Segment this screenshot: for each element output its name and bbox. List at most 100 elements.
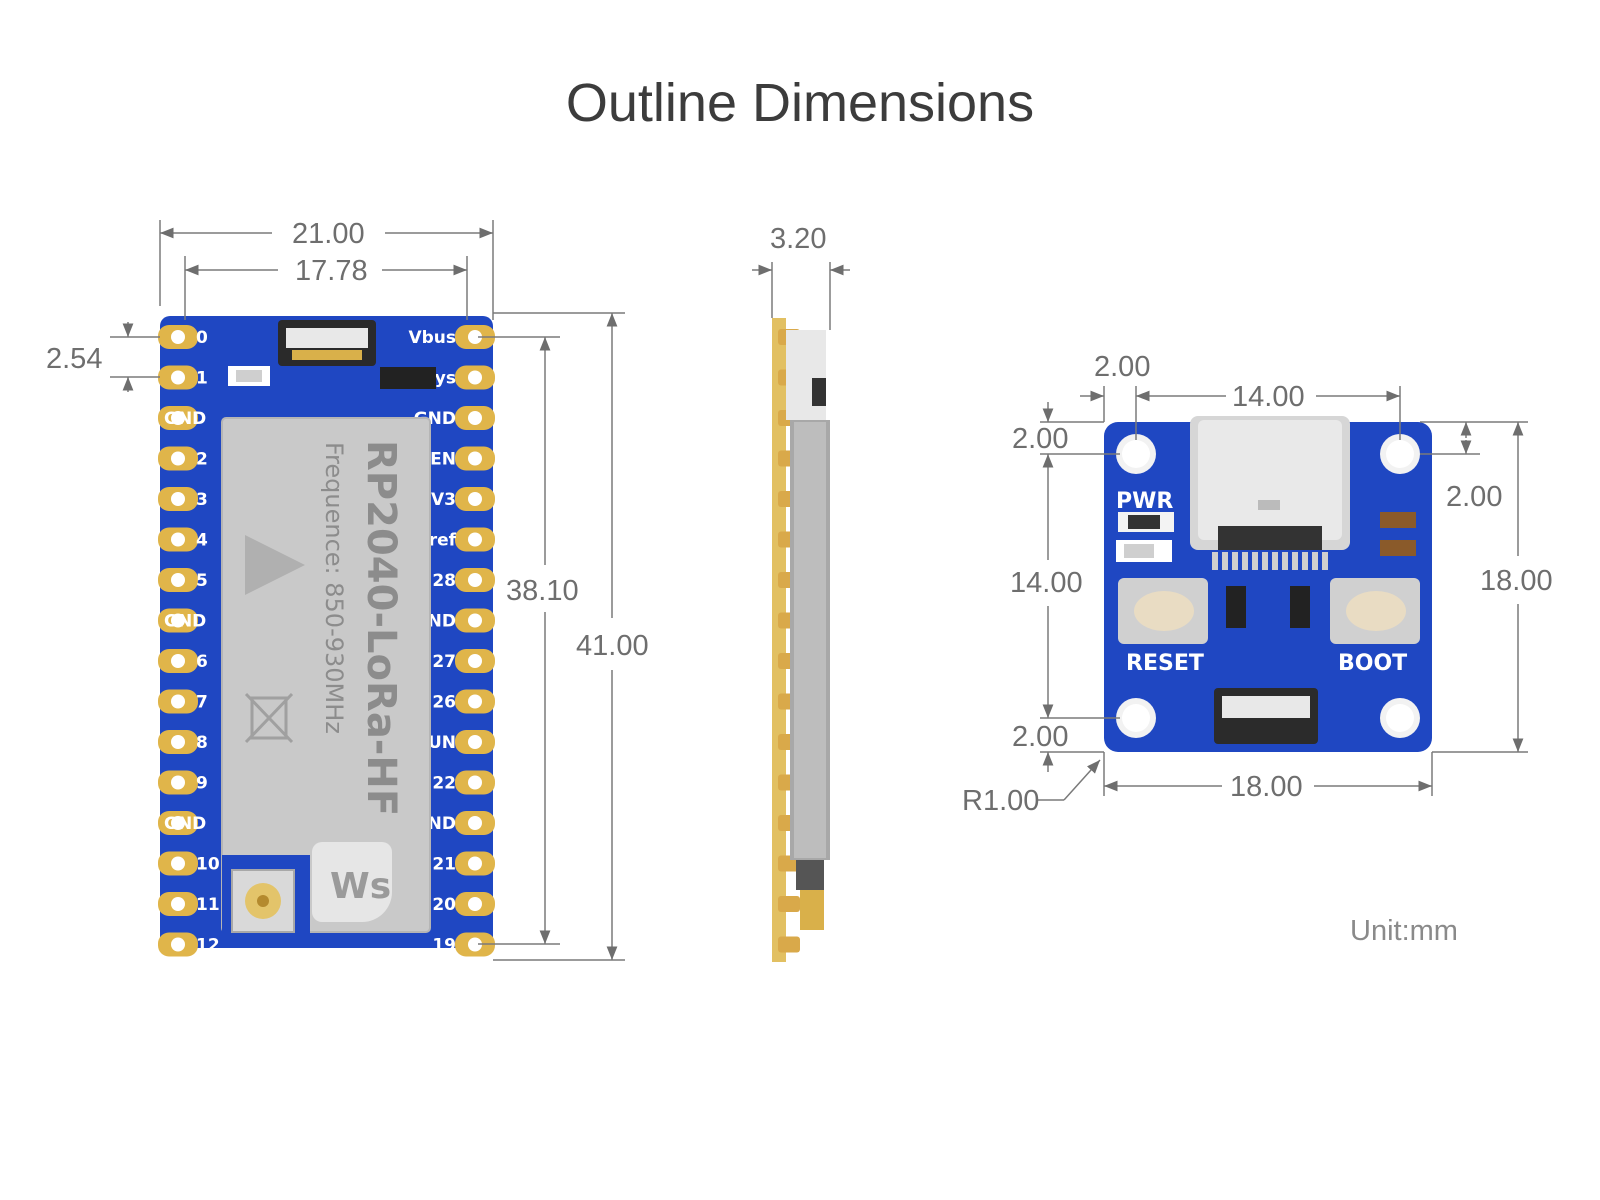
dim-pin-column-length-label: 38.10 bbox=[506, 575, 579, 607]
right-pin-label: 28 bbox=[432, 571, 456, 591]
adapter-dimension-lines bbox=[1038, 386, 1528, 801]
right-pin-hole bbox=[468, 856, 482, 871]
right-pin-pads bbox=[455, 325, 495, 957]
usb-c-pin bbox=[1222, 552, 1228, 570]
shield-title: RP2040-LoRa-HF bbox=[358, 440, 404, 816]
dim-hole-offset-x-label: 2.00 bbox=[1094, 351, 1150, 383]
left-pin-label: 0 bbox=[196, 328, 208, 348]
dim-thickness-label: 3.20 bbox=[770, 223, 826, 255]
left-pin-label: GND bbox=[164, 409, 206, 429]
dim-hole-offset-top-label: 2.00 bbox=[1012, 423, 1068, 455]
reset-label: RESET bbox=[1126, 651, 1204, 676]
capacitor bbox=[1380, 512, 1416, 528]
dim-corner-radius-label: R1.00 bbox=[962, 785, 1039, 817]
left-pin-label: 1 bbox=[196, 369, 208, 389]
rf-shield: RP2040-LoRa-HF Frequence: 850-930MHz Ws bbox=[221, 417, 431, 935]
waveshare-logo: Ws bbox=[312, 842, 392, 922]
left-pin-hole bbox=[171, 856, 185, 871]
usb-c-pin bbox=[1282, 552, 1288, 570]
right-pin-hole bbox=[468, 573, 482, 587]
dim-height-label: 18.00 bbox=[1480, 565, 1553, 597]
main-dimension-lines bbox=[110, 220, 625, 961]
left-pin-hole bbox=[171, 897, 185, 911]
resistor bbox=[1226, 586, 1246, 628]
svg-text:Ws: Ws bbox=[330, 866, 391, 907]
usb-c-pin bbox=[1302, 552, 1308, 570]
side-pin-stub bbox=[778, 896, 800, 912]
right-pin-hole bbox=[468, 897, 482, 911]
usb-c-pin bbox=[1232, 552, 1238, 570]
side-view: 3.20 bbox=[752, 223, 850, 962]
usb-c-pin bbox=[1252, 552, 1258, 570]
left-pin-hole bbox=[171, 694, 185, 709]
left-pin-label: 10 bbox=[196, 855, 220, 875]
left-pin-pads bbox=[158, 325, 198, 957]
left-pin-hole bbox=[171, 451, 185, 466]
left-pin-hole bbox=[171, 370, 185, 385]
page-title: Outline Dimensions bbox=[565, 73, 1035, 133]
right-pin-hole bbox=[468, 492, 482, 506]
left-pin-label: GND bbox=[164, 612, 206, 632]
adapter-board: PWR RESET BOOT bbox=[962, 351, 1553, 817]
right-pin-hole bbox=[468, 613, 482, 628]
dim-width-label: 21.00 bbox=[292, 218, 365, 250]
right-pin-hole bbox=[468, 370, 482, 385]
weee-bin-icon bbox=[244, 692, 294, 744]
usb-c-pin bbox=[1292, 552, 1298, 570]
right-pin-hole bbox=[468, 816, 482, 830]
boot-button bbox=[1330, 578, 1420, 644]
left-pin-label: 6 bbox=[196, 652, 208, 672]
usb-c-pin bbox=[1322, 552, 1328, 570]
right-pin-hole bbox=[468, 411, 482, 425]
right-pin-hole bbox=[468, 532, 482, 547]
dim-pin-pitch-label: 2.54 bbox=[46, 343, 102, 375]
left-pin-label: 9 bbox=[196, 774, 208, 794]
right-pin-label: 22 bbox=[432, 774, 456, 794]
fpc-connector-top bbox=[278, 320, 376, 366]
usb-c-pin bbox=[1312, 552, 1318, 570]
shield-subtitle: Frequence: 850-930MHz bbox=[320, 442, 348, 734]
fpc-connector-bottom bbox=[1214, 688, 1318, 744]
right-pin-label: EN bbox=[430, 450, 456, 470]
left-pin-label: 12 bbox=[196, 936, 220, 956]
right-pin-hole bbox=[468, 451, 482, 466]
left-pin-label: GND bbox=[164, 814, 206, 834]
capacitor bbox=[1380, 540, 1416, 556]
right-pin-label: 19 bbox=[432, 936, 456, 956]
pwr-label: PWR bbox=[1116, 489, 1173, 514]
right-pin-label: 26 bbox=[432, 693, 456, 713]
ufl-antenna-connector bbox=[231, 869, 295, 933]
right-pin-hole bbox=[468, 694, 482, 709]
left-pin-label: 8 bbox=[196, 733, 208, 753]
usb-c-pin bbox=[1262, 552, 1268, 570]
left-pin-hole bbox=[171, 735, 185, 749]
dim-hole-spacing-y-label: 14.00 bbox=[1010, 567, 1083, 599]
side-pin-stub bbox=[778, 936, 800, 953]
usb-c-pin bbox=[1212, 552, 1218, 570]
unit-label: Unit:mm bbox=[1350, 915, 1458, 947]
right-pin-label: Vbus bbox=[408, 328, 456, 348]
right-pin-hole bbox=[468, 330, 482, 344]
resistor bbox=[1290, 586, 1310, 628]
left-pin-hole bbox=[171, 937, 185, 952]
left-pin-hole bbox=[171, 532, 185, 547]
left-pin-label: 5 bbox=[196, 571, 208, 591]
right-pin-hole bbox=[468, 937, 482, 952]
right-pin-label: 20 bbox=[432, 895, 456, 915]
left-pin-hole bbox=[171, 573, 185, 587]
reset-button bbox=[1118, 578, 1208, 644]
left-pin-hole bbox=[171, 613, 185, 628]
dim-hole-offset-right-label: 2.00 bbox=[1446, 481, 1502, 513]
side-pcb-edge bbox=[772, 318, 786, 962]
regulator-component bbox=[380, 367, 436, 389]
dim-hole-offset-bottom-label: 2.00 bbox=[1012, 721, 1068, 753]
right-pin-hole bbox=[468, 775, 482, 790]
usb-c-connector bbox=[1190, 416, 1350, 570]
dim-length-label: 41.00 bbox=[576, 630, 649, 662]
usb-c-pin bbox=[1242, 552, 1248, 570]
left-pin-label: 2 bbox=[196, 450, 208, 470]
left-pin-hole bbox=[171, 654, 185, 668]
